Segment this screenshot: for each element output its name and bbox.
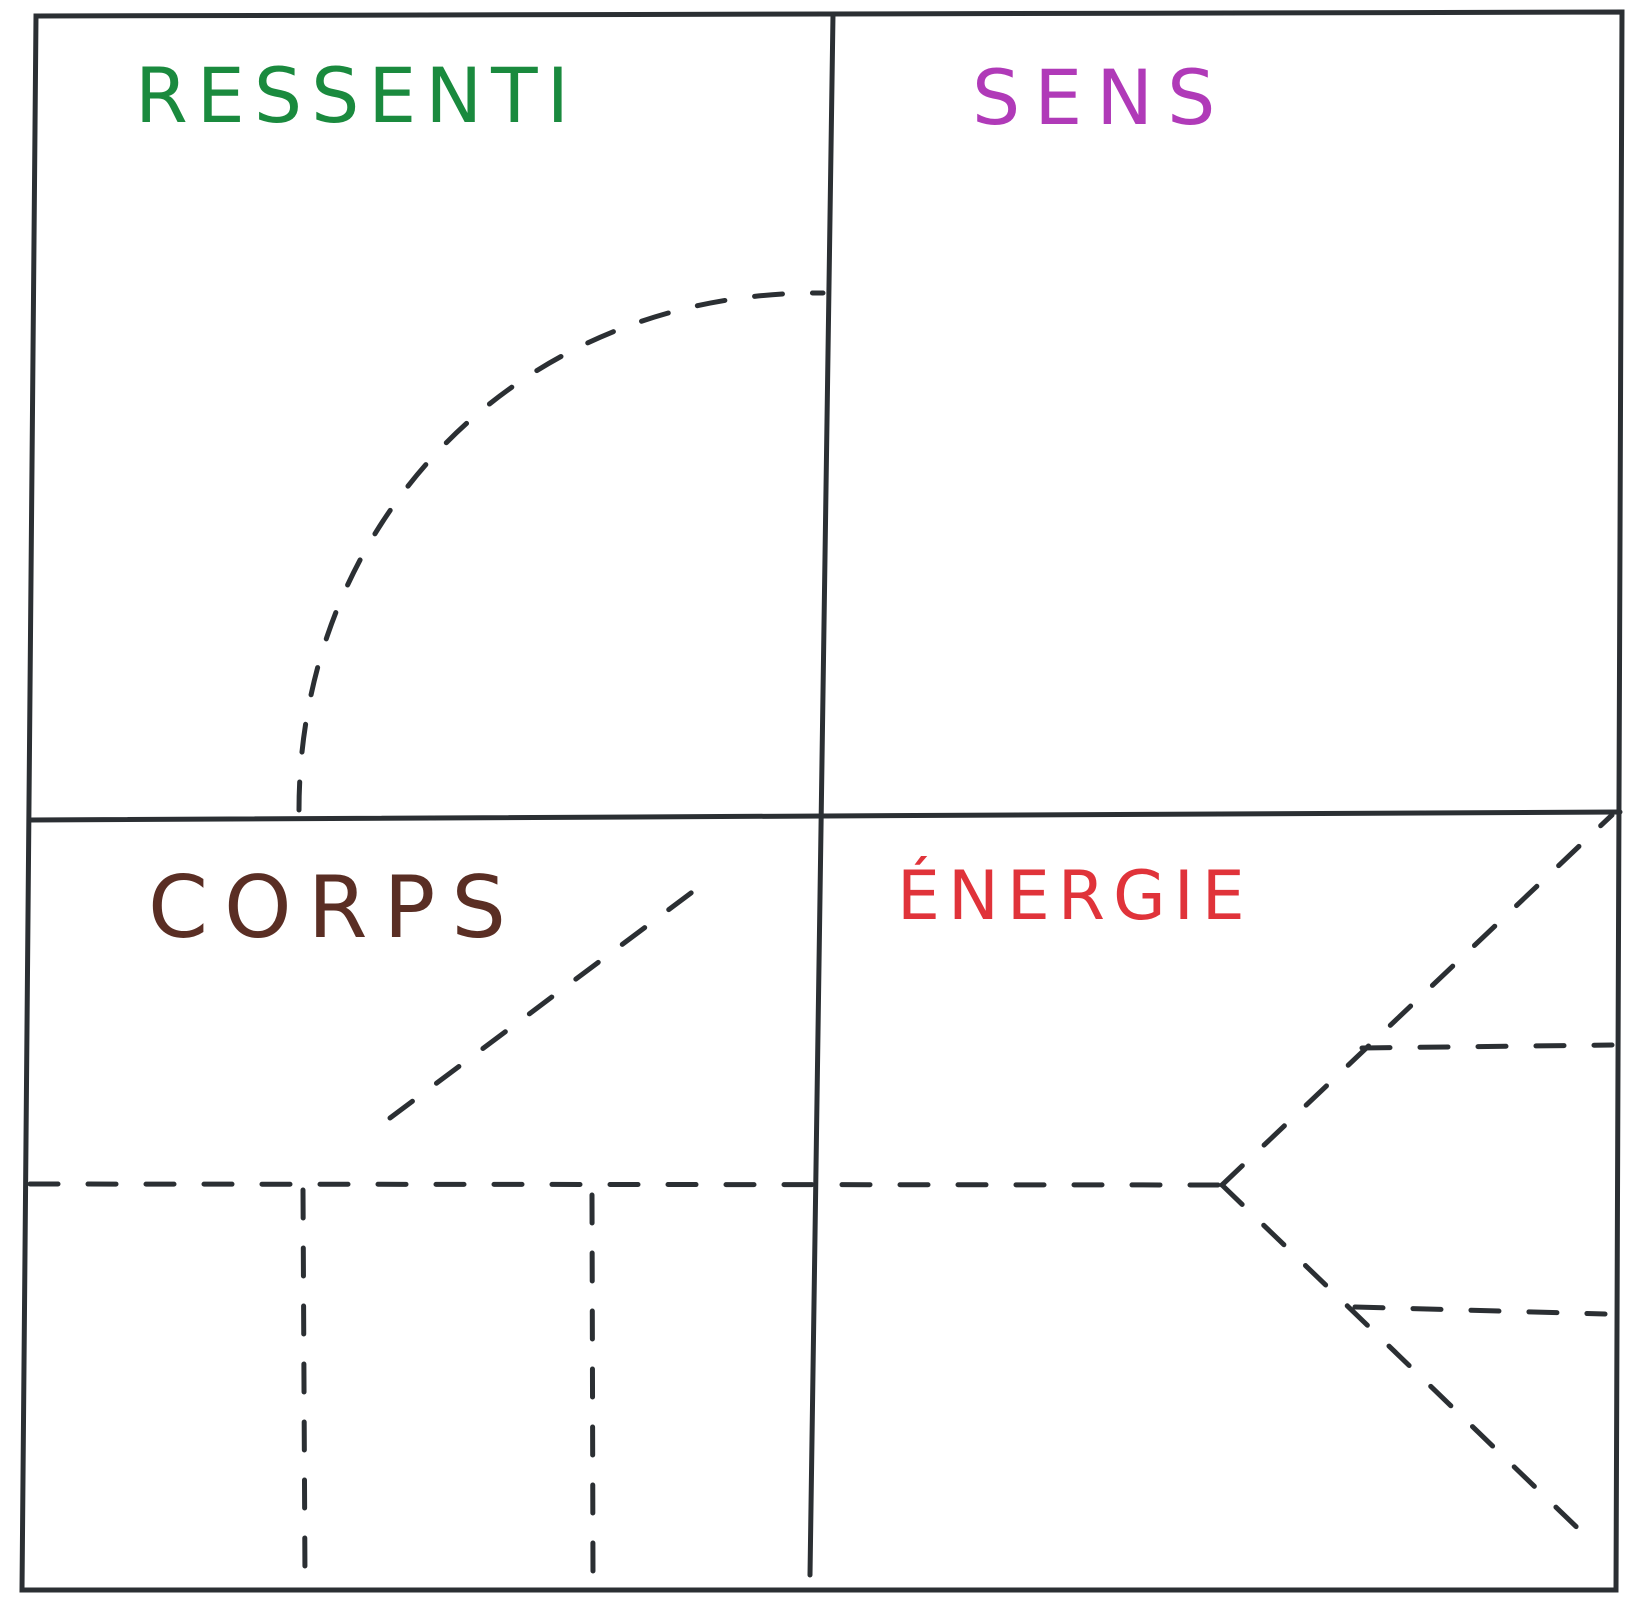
quadrant-label-ressenti: RESSENTI [135,51,579,140]
dashed-diagonal-line [387,887,698,1121]
quadrant-label-sens: SENS [972,53,1230,142]
horizontal-divider [27,809,1623,823]
dashed-branch-upper [1219,812,1615,1188]
dashed-quarter-arc [296,290,826,813]
dashed-branch-lower [1219,1182,1593,1543]
vertical-divider [807,11,836,1578]
dashed-branch-lower-horizontal [1352,1304,1608,1317]
dashed-branch-upper-horizontal [1359,1042,1615,1051]
outer-frame [19,9,1625,1593]
quadrant-label-energie: ÉNERGIE [897,857,1253,936]
dashed-horizontal-line [27,1181,1228,1188]
dashed-vertical-line-left [300,1187,308,1583]
quadrant-label-corps: CORPS [148,858,522,958]
dashed-vertical-line-right [589,1192,596,1583]
